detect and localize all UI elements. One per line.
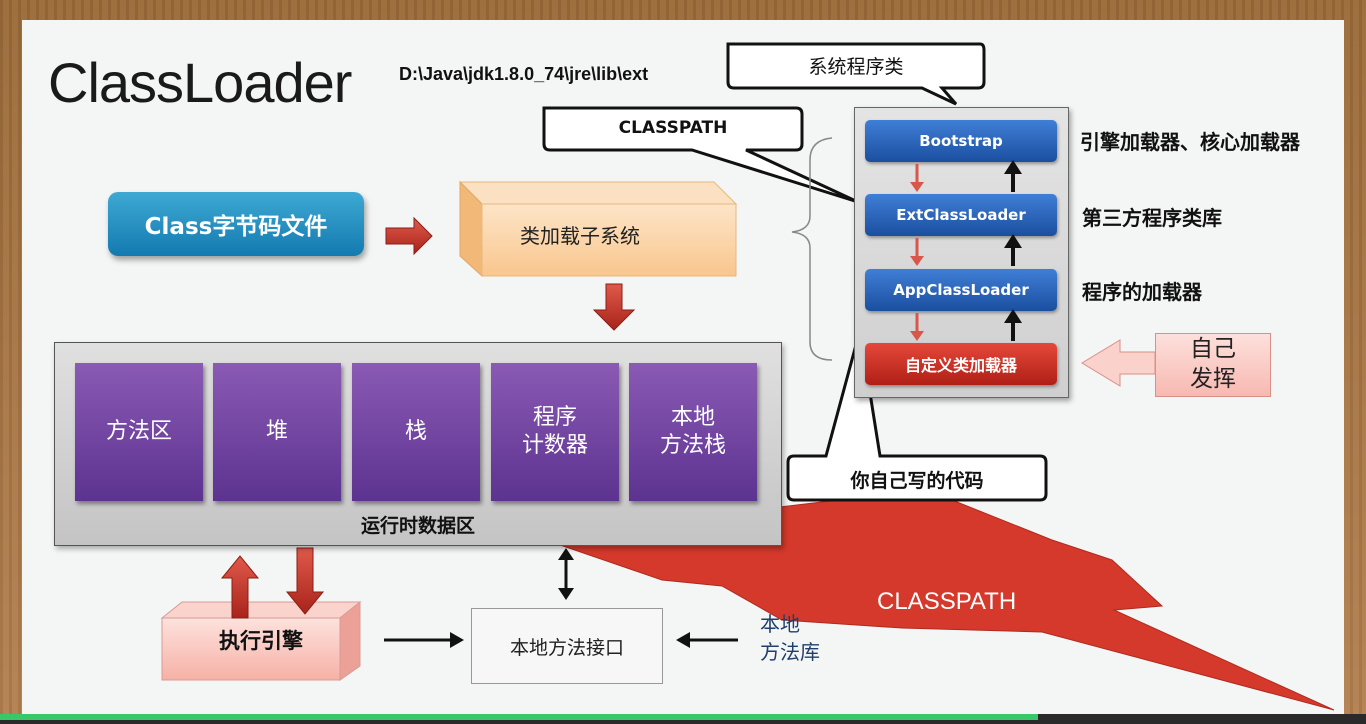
self-note-box: 自己 发挥	[1155, 333, 1271, 397]
callout-system-classes-text: 系统程序类	[808, 56, 904, 78]
callout-system-classes	[726, 42, 986, 106]
arrow-left-self	[1081, 339, 1156, 387]
class-loader-subsystem-label: 类加载子系统	[520, 224, 640, 248]
loader-bootstrap: Bootstrap	[865, 120, 1057, 162]
loader-app: AppClassLoader	[865, 269, 1057, 311]
arrow-engine-to-native	[384, 632, 464, 648]
callout-classpath	[542, 106, 859, 204]
area-native-stack: 本地 方法栈	[629, 363, 757, 501]
callout-your-code-text: 你自己写的代码	[850, 470, 984, 492]
callout-your-code	[786, 329, 1048, 502]
area-heap: 堆	[213, 363, 341, 501]
native-interface-label: 本地方法接口	[509, 636, 624, 659]
bracket	[791, 137, 833, 361]
arrow-right-1	[385, 216, 433, 256]
video-progress-bar[interactable]	[0, 714, 1366, 724]
area-method: 方法区	[75, 363, 203, 501]
area-pc-register: 程序 计数器	[491, 363, 619, 501]
app-description: 程序的加载器	[1082, 280, 1202, 304]
loader-ext: ExtClassLoader	[865, 194, 1057, 236]
arrow-up-engine	[220, 555, 260, 619]
slide: ClassLoader D:\Java\jdk1.8.0_74\jre\lib\…	[22, 20, 1344, 716]
arrow-double-vertical	[558, 548, 574, 600]
loader-arrows	[910, 160, 1022, 341]
arrow-lib-to-native	[676, 632, 738, 648]
ext-path-label: D:\Java\jdk1.8.0_74\jre\lib\ext	[399, 64, 649, 84]
bootstrap-description: 引擎加载器、核心加载器	[1080, 130, 1300, 154]
native-interface-box: 本地方法接口	[471, 608, 663, 684]
execution-engine-label: 执行引擎	[219, 629, 303, 653]
native-library-label: 本地 方法库	[760, 612, 820, 664]
callout-classpath-text: CLASSPATH	[618, 118, 728, 138]
class-loader-subsystem-box	[458, 180, 738, 278]
area-stack: 栈	[352, 363, 480, 501]
loader-custom: 自定义类加载器	[865, 343, 1057, 385]
class-file-label: Class字节码文件	[144, 214, 328, 240]
runtime-data-area: 方法区 堆 栈 程序 计数器 本地 方法栈 运行时数据区	[54, 342, 782, 546]
arrow-down-engine	[285, 547, 325, 615]
ext-description: 第三方程序类库	[1082, 206, 1222, 230]
arrow-down-1	[592, 283, 636, 331]
class-file-box: Class字节码文件	[108, 192, 364, 256]
lightning-label: CLASSPATH	[877, 588, 1017, 615]
video-progress-fill	[0, 714, 1039, 720]
runtime-area-label: 运行时数据区	[360, 515, 475, 537]
page-title: ClassLoader	[48, 51, 352, 114]
loader-hierarchy-panel: Bootstrap ExtClassLoader AppClassLoader …	[854, 107, 1069, 398]
